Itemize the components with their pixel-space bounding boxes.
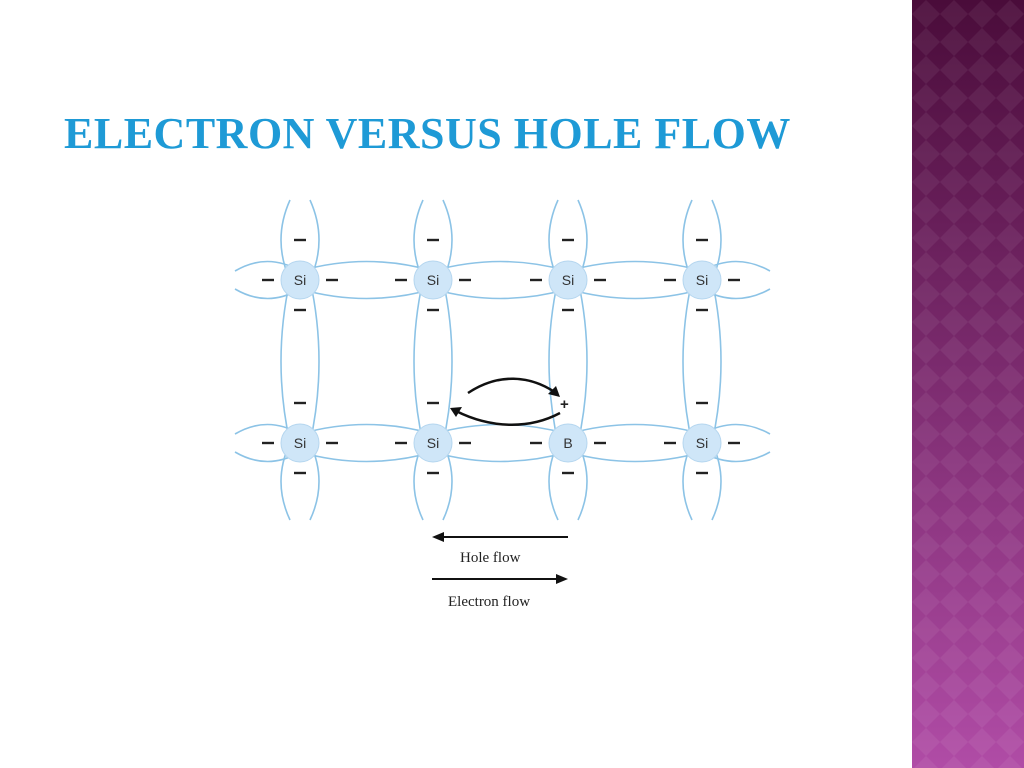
hole-plus-sign: + — [560, 396, 569, 413]
atom-label: Si — [696, 272, 708, 288]
atom-circle — [413, 423, 453, 463]
sidebar-pattern — [912, 0, 1024, 768]
atom-label: Si — [562, 272, 574, 288]
atom-circle — [413, 260, 453, 300]
vertical-bond-line — [711, 279, 722, 444]
bond-lines — [234, 199, 771, 521]
vertical-bond-line — [413, 279, 424, 444]
electron-flow-arrowhead — [556, 574, 568, 584]
horizontal-bond-line — [432, 423, 569, 435]
atom-circle — [548, 423, 588, 463]
hole-transfer-arrowhead-top — [548, 386, 560, 397]
horizontal-bond-line — [299, 288, 434, 300]
atom-label: Si — [294, 272, 306, 288]
horizontal-bond-line — [299, 260, 434, 272]
vertical-bond-line — [280, 279, 291, 444]
atom-label: Si — [427, 435, 439, 451]
vertical-bond-line — [548, 279, 559, 444]
hole-transfer-arrow-top — [467, 377, 557, 395]
vertical-bond-line — [682, 279, 693, 444]
vertical-bond-line — [442, 279, 453, 444]
atom-circle — [280, 260, 320, 300]
horizontal-bond-line — [432, 288, 569, 300]
atom-circle — [682, 260, 722, 300]
horizontal-bond-line — [299, 423, 434, 435]
atom-label: Si — [696, 435, 708, 451]
electron-flow-label: Electron flow — [448, 594, 530, 610]
horizontal-bond-line — [567, 423, 703, 435]
hole-flow-arrowhead — [432, 532, 444, 542]
hole-flow-label: Hole flow — [460, 550, 521, 566]
horizontal-bond-line — [299, 451, 434, 463]
vertical-bond-line — [309, 279, 320, 444]
atom-label: Si — [294, 435, 306, 451]
horizontal-bond-line — [567, 451, 703, 463]
horizontal-bond-line — [567, 260, 703, 272]
horizontal-bond-line — [567, 288, 703, 300]
horizontal-bond-line — [432, 260, 569, 272]
electron-transfer-arrow-bottom — [455, 409, 561, 426]
decorative-sidebar — [912, 0, 1024, 768]
horizontal-bond-line — [432, 451, 569, 463]
atom-label: Si — [427, 272, 439, 288]
atom-circle — [682, 423, 722, 463]
slide-title: ELECTRON VERSUS HOLE FLOW — [64, 109, 791, 158]
valence-electrons — [262, 238, 740, 475]
electron-transfer-arrowhead-bottom — [450, 407, 462, 417]
atom-circle — [548, 260, 588, 300]
atom-circle — [280, 423, 320, 463]
atom-label: B — [563, 435, 572, 451]
vertical-bond-line — [577, 279, 588, 444]
